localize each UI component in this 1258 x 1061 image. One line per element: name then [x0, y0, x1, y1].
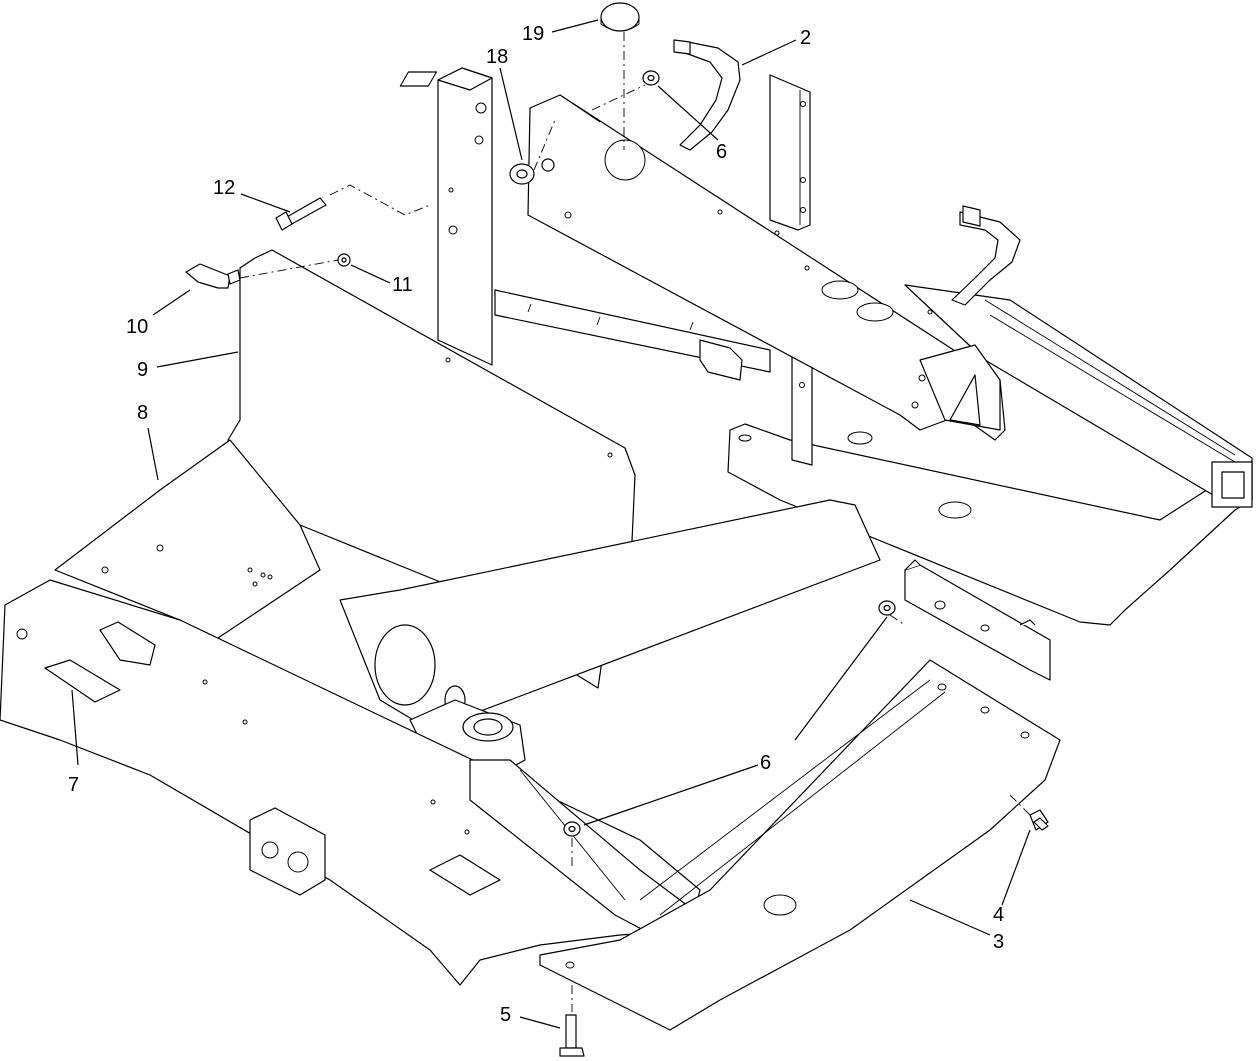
- deck-plate-part-8: [54, 439, 321, 641]
- callout-2: 2: [800, 27, 811, 49]
- nut-part-6-right: [878, 600, 896, 616]
- right-rear-frame-rail: [727, 284, 1253, 626]
- bolt-part-5: [559, 1014, 585, 1057]
- callout-7: 7: [68, 774, 79, 796]
- nut-part-6-lower: [563, 821, 581, 837]
- right-rear-uprights: [769, 74, 813, 466]
- latch-part-10: [185, 263, 241, 289]
- callout-6-upper: 6: [716, 141, 727, 163]
- callout-4: 4: [993, 904, 1004, 926]
- assembly-center-lines: [239, 32, 1031, 1012]
- pin-part-4: [1029, 809, 1049, 831]
- rear-hitch-bracket: [249, 807, 326, 896]
- left-main-frame-rail: [0, 579, 701, 986]
- cap-plug-part-19: [600, 2, 640, 32]
- callout-19: 19: [522, 23, 544, 45]
- upper-cross-beam: [527, 94, 1006, 441]
- callout-11: 11: [392, 274, 413, 296]
- left-upright-post: [399, 67, 493, 366]
- callout-8: 8: [137, 402, 148, 424]
- bushing-part-18: [509, 158, 555, 185]
- bolt-part-12: [275, 197, 327, 231]
- nut-part-6-upper: [642, 70, 660, 86]
- callout-10: 10: [126, 316, 148, 338]
- front-right-bracket: [904, 559, 1051, 681]
- diagonal-cross-brace: [494, 289, 771, 381]
- nut-part-11: [337, 253, 351, 267]
- callout-9: 9: [137, 359, 148, 381]
- leader-lines: [71, 19, 1031, 1029]
- skid-plate-part-3: [539, 659, 1061, 1031]
- callout-6-lower: 6: [760, 752, 771, 774]
- callout-12: 12: [213, 177, 235, 199]
- callout-3: 3: [993, 931, 1004, 953]
- handle-part-2: [673, 39, 1021, 306]
- callout-labels: 19 18 2 6 12 11 10 9 8 7 6 4 3 5: [68, 23, 1004, 1026]
- callout-18: 18: [486, 46, 508, 68]
- callout-5: 5: [500, 1004, 511, 1026]
